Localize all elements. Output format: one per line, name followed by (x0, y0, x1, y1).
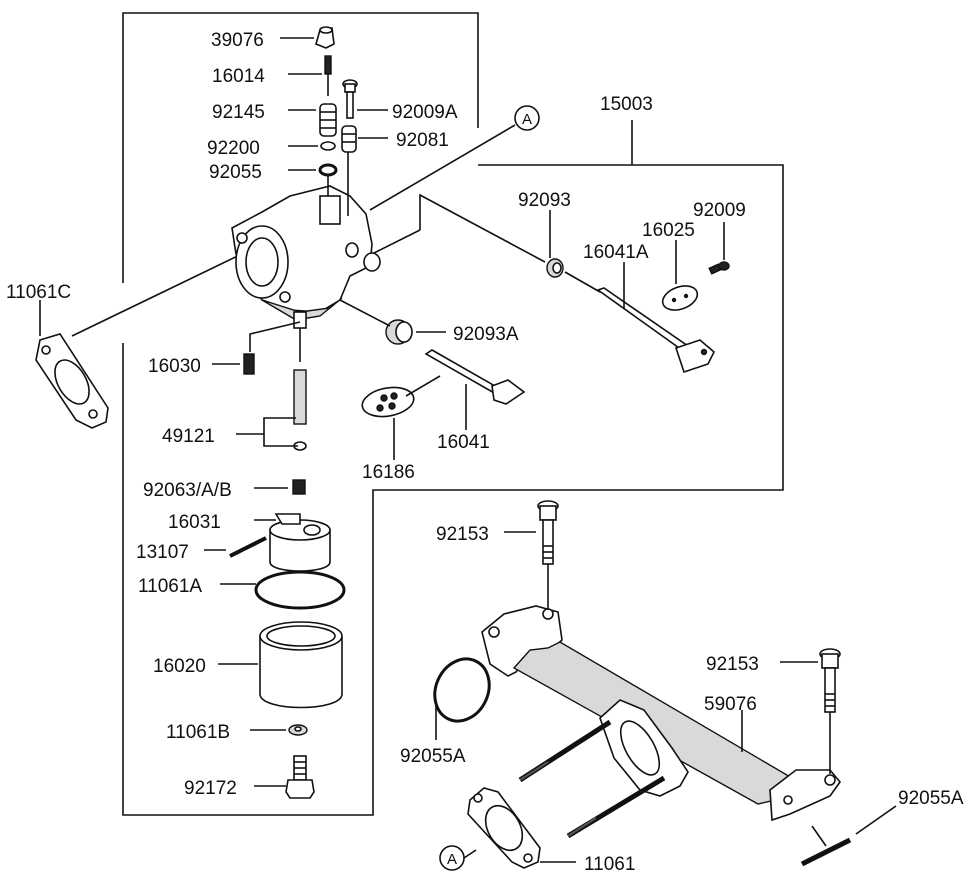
leader-92093A-axis (339, 299, 391, 327)
part-92093-seal (546, 258, 564, 278)
part-16020-float-bowl (259, 621, 343, 709)
svg-text:A: A (447, 851, 457, 868)
part-92172-bolt (285, 755, 315, 799)
label-92153-upper: 92153 (436, 524, 489, 545)
part-11061C-gasket (35, 333, 109, 429)
part-16041A-throttle-shaft (596, 287, 715, 374)
leader-49121-bracket (263, 417, 298, 447)
label-16186: 16186 (362, 462, 415, 483)
label-92145: 92145 (212, 102, 265, 123)
part-11061-gasket (467, 787, 541, 869)
label-11061B: 11061B (166, 722, 230, 743)
part-92093A-seal (385, 319, 413, 345)
part-49121-emulsion-tube (293, 369, 307, 451)
part-16025-throttle-plate (661, 285, 699, 311)
part-92009-screw (708, 261, 730, 275)
label-92081: 92081 (396, 130, 449, 151)
axis-line-a (369, 124, 516, 211)
label-39076: 39076 (211, 30, 264, 51)
part-16030-jet (243, 353, 255, 375)
part-92055-oring (318, 163, 338, 177)
label-92153-lower: 92153 (706, 654, 759, 675)
label-16025: 16025 (642, 220, 695, 241)
part-92145-spring (319, 103, 337, 137)
part-13107-pin (229, 536, 267, 558)
part-16014-needle (324, 55, 332, 96)
label-92055A-left: 92055A (400, 746, 466, 767)
part-39076-cap (315, 26, 335, 49)
carburetor-body (231, 185, 381, 329)
part-92081-spring (341, 125, 357, 153)
label-92093A: 92093A (453, 324, 519, 345)
leader-92055A-right (855, 805, 897, 835)
label-92093: 92093 (518, 190, 571, 211)
label-92009: 92009 (693, 200, 746, 221)
label-92063: 92063/A/B (143, 480, 232, 501)
carburetor-group-frame-lower (122, 164, 784, 816)
label-59076: 59076 (704, 694, 757, 715)
part-16041-choke-shaft (424, 349, 526, 405)
part-16031-float (269, 513, 331, 572)
axis-line-throttle (419, 193, 546, 263)
label-13107: 13107 (136, 542, 189, 563)
label-11061A: 11061A (138, 576, 202, 597)
manifold-stud-lower (566, 775, 666, 839)
axis-line-throttle-2 (564, 271, 601, 293)
manifold-stud-upper (518, 719, 612, 783)
label-16014: 16014 (212, 66, 265, 87)
label-16041: 16041 (437, 432, 490, 453)
part-92063-jet (292, 479, 306, 495)
label-11061: 11061 (584, 854, 635, 875)
label-92200: 92200 (207, 138, 260, 159)
axis-line-gasket (71, 249, 251, 337)
leader-16030-a (249, 321, 301, 352)
label-16031: 16031 (168, 512, 221, 533)
label-11061C: 11061C (6, 282, 71, 303)
axis-line-shaft (369, 229, 421, 256)
label-15003: 15003 (600, 94, 653, 115)
carburetor-group-frame (122, 12, 479, 283)
label-92009A: 92009A (392, 102, 458, 123)
part-92055A-strip (800, 837, 852, 867)
callout-marker-a-top: A (514, 105, 540, 131)
label-16030: 16030 (148, 356, 201, 377)
leader-16186-axis (405, 375, 441, 397)
part-16186-choke-plate (361, 386, 415, 418)
part-59076-manifold (481, 605, 842, 822)
label-92055A-right: 92055A (898, 788, 964, 809)
part-11061B-washer (288, 724, 308, 736)
part-92009A-screw (342, 79, 358, 119)
part-92153-bolt-upper (537, 500, 559, 565)
callout-marker-a-bottom: A (439, 845, 465, 871)
part-92200-washer (320, 141, 336, 151)
label-16041A: 16041A (583, 242, 649, 263)
part-92055A-oring (433, 657, 491, 723)
label-16020: 16020 (153, 656, 206, 677)
leader-92055A-strip-axis (811, 825, 827, 847)
label-92055: 92055 (209, 162, 262, 183)
leader-callout-a-bottom (463, 849, 477, 859)
label-49121: 49121 (162, 426, 215, 447)
svg-text:A: A (522, 111, 532, 128)
part-11061A-ring (254, 570, 346, 610)
label-92172: 92172 (184, 778, 237, 799)
part-92153-bolt-lower (819, 648, 841, 713)
